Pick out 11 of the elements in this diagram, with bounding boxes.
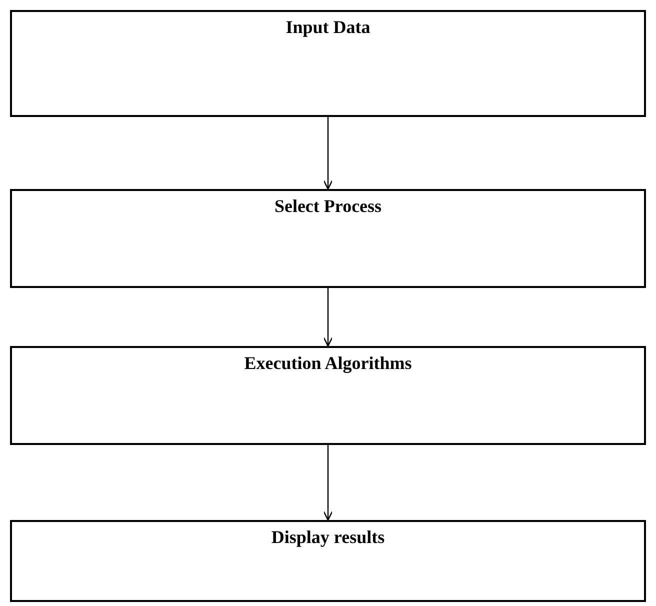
process-box	[10, 10, 646, 117]
arrow	[323, 117, 333, 190]
arrow	[323, 445, 333, 521]
box-title: Display results	[271, 526, 385, 548]
arrow	[323, 288, 333, 347]
process-box	[10, 346, 646, 445]
process-box	[10, 189, 646, 288]
process-box	[10, 520, 646, 602]
box-title: Execution Algorithms	[244, 352, 412, 374]
box-title: Input Data	[286, 16, 370, 38]
box-title: Select Process	[274, 195, 382, 218]
